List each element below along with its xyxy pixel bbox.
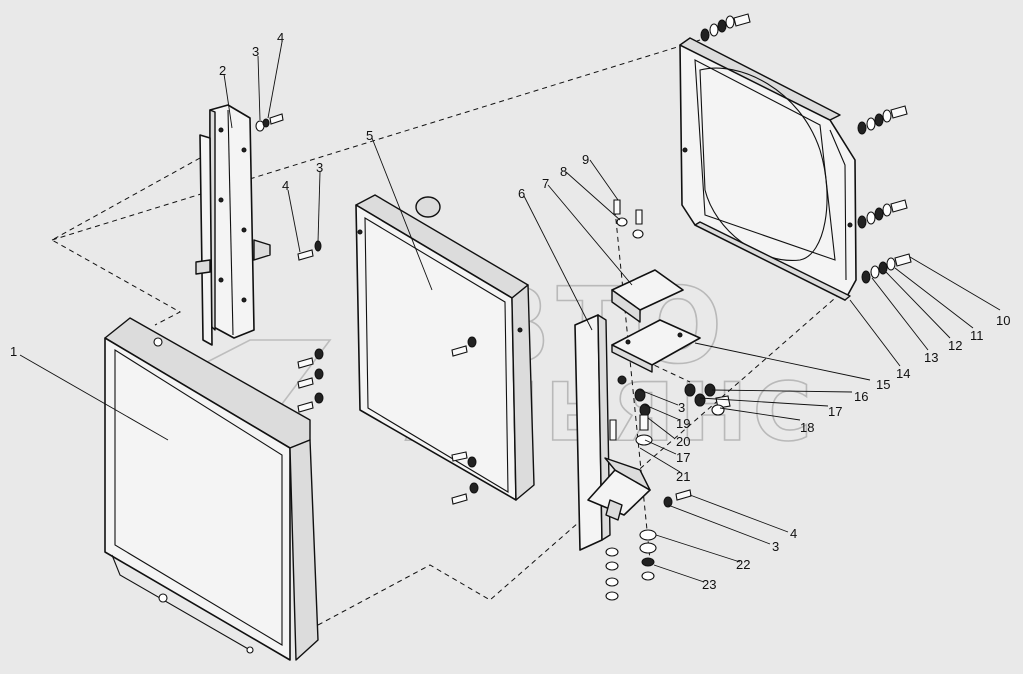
callout-17b: 17 (676, 450, 690, 465)
callout-14: 14 (896, 366, 910, 381)
callout-11: 11 (970, 328, 984, 343)
callout-4a: 4 (277, 30, 284, 45)
upright-bracket-part (195, 104, 271, 346)
callout-4b: 4 (282, 178, 289, 193)
leader-lines (19, 41, 1001, 583)
callout-3c: 3 (678, 400, 685, 415)
callout-6: 6 (518, 186, 525, 201)
callout-3d: 3 (772, 539, 779, 554)
callout-8: 8 (560, 164, 567, 179)
callout-16: 16 (854, 389, 868, 404)
lower-bracket-part (574, 314, 651, 551)
oil-cooler-part (355, 194, 535, 501)
callout-20: 20 (676, 434, 690, 449)
fan-shroud-part (679, 37, 857, 301)
callout-5: 5 (366, 128, 373, 143)
upper-plate-bracket-part (611, 269, 701, 373)
fastener-set (255, 13, 912, 601)
callout-21: 21 (676, 469, 690, 484)
callout-13: 13 (924, 350, 938, 365)
callout-23: 23 (702, 577, 716, 592)
callout-3a: 3 (252, 44, 259, 59)
callout-7: 7 (542, 176, 549, 191)
callout-17a: 17 (828, 404, 842, 419)
callout-1: 1 (10, 344, 17, 359)
callout-3b: 3 (316, 160, 323, 175)
callout-labels: 1 2 3 4 4 3 5 6 7 8 9 10 11 12 13 14 15 … (10, 30, 1010, 592)
callout-10: 10 (996, 313, 1010, 328)
callout-15: 15 (876, 377, 890, 392)
callout-2: 2 (219, 63, 226, 78)
callout-12: 12 (948, 338, 962, 353)
callout-9: 9 (582, 152, 589, 167)
callout-19: 19 (676, 416, 690, 431)
callout-4c: 4 (790, 526, 797, 541)
callout-18: 18 (800, 420, 814, 435)
radiator-core-part (104, 317, 319, 661)
callout-22: 22 (736, 557, 750, 572)
